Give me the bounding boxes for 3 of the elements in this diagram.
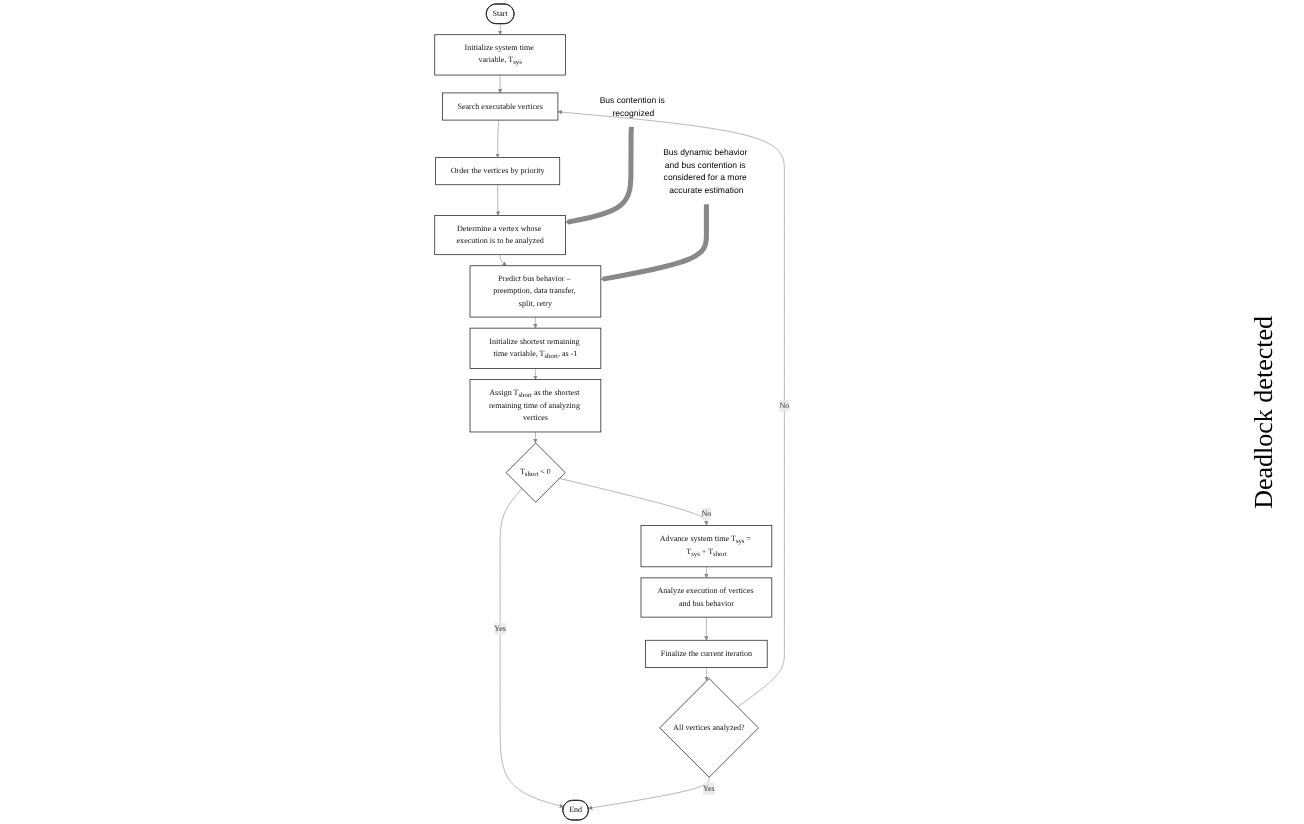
arrow	[565, 125, 634, 225]
arrow	[600, 202, 709, 282]
side-label: Deadlock detected	[1248, 315, 1280, 509]
